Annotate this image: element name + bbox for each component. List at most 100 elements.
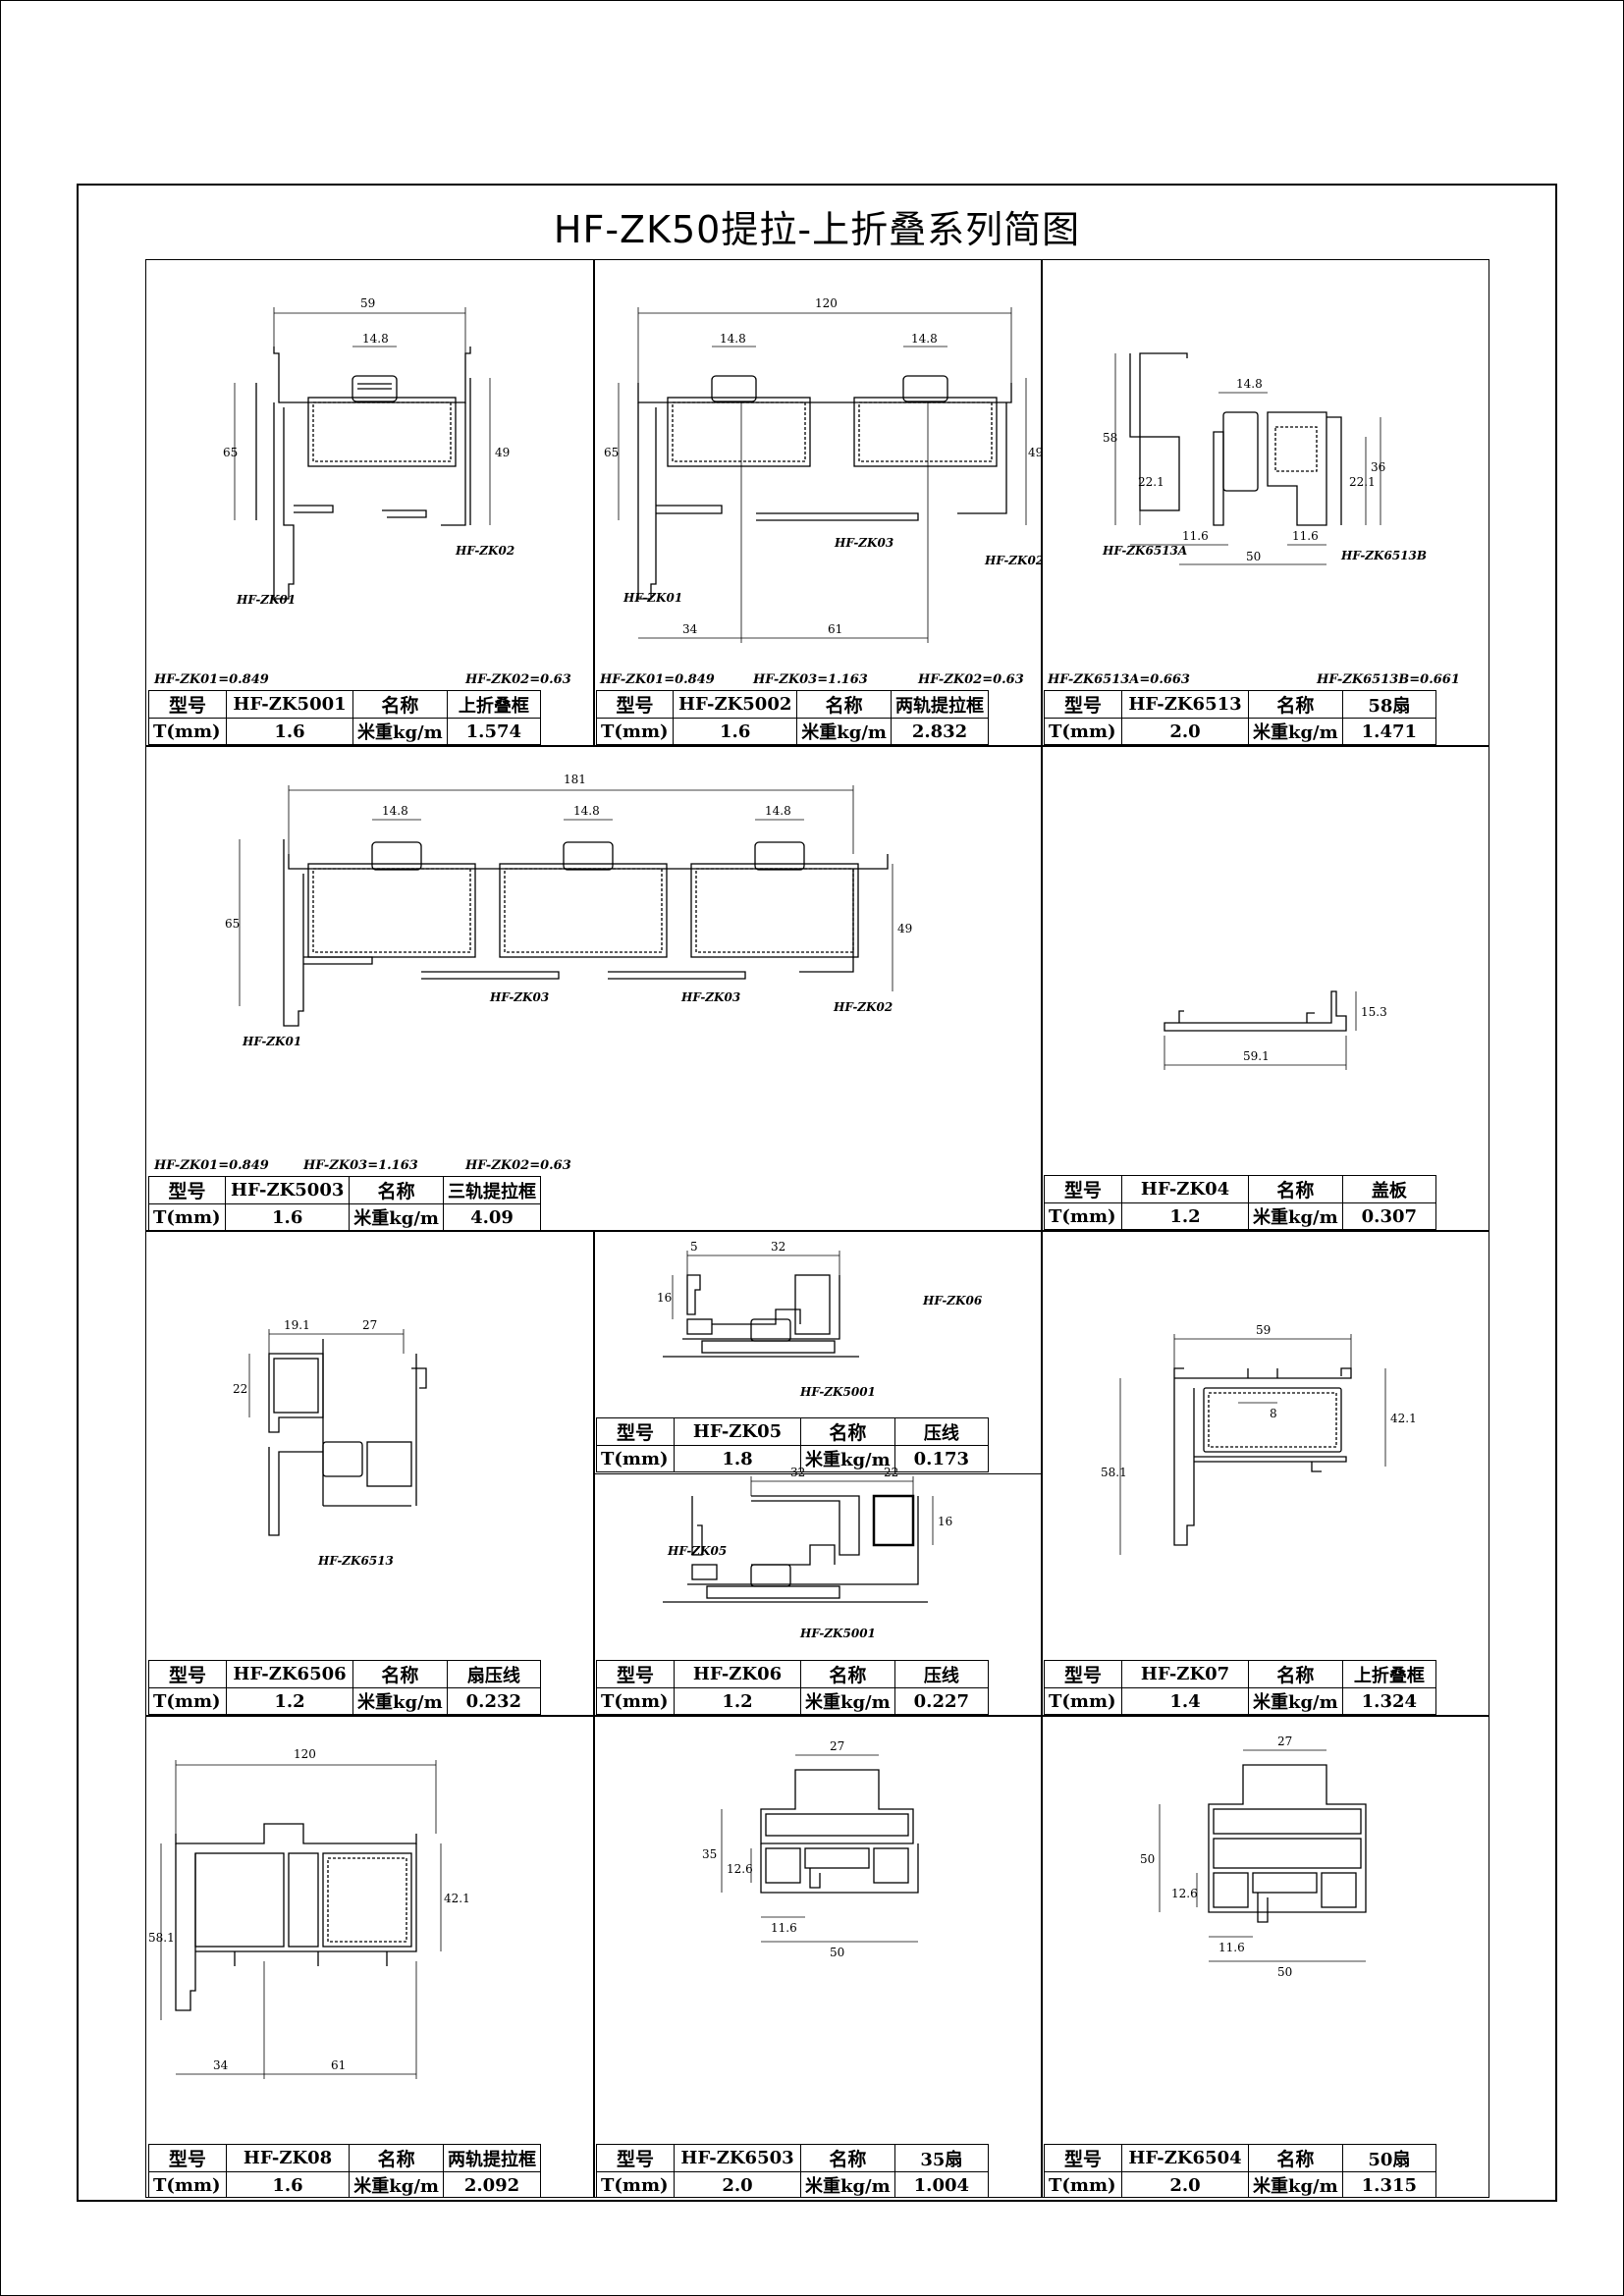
part-label: HF-ZK01 bbox=[242, 1035, 301, 1048]
profile-drawing-zk5002: 120 14.8 14.8 65 49 34 61 HF-ZK01 HF-ZK0… bbox=[604, 296, 1043, 643]
header-thickness: T(mm) bbox=[147, 1203, 227, 1231]
header-name: 名称 bbox=[352, 690, 448, 719]
weight-note: HF-ZK01=0.849 bbox=[154, 672, 269, 687]
name-value: 上折叠框 bbox=[446, 690, 542, 719]
header-thickness: T(mm) bbox=[596, 2171, 675, 2197]
dim-label: 49 bbox=[495, 446, 510, 459]
dim-label: 36 bbox=[1371, 460, 1385, 474]
dim-label: 59 bbox=[1256, 1323, 1271, 1337]
weight-value: 1.574 bbox=[446, 718, 542, 745]
weight-note: HF-ZK6513A=0.663 bbox=[1048, 672, 1190, 687]
spec-table-zk6513: 型号 HF-ZK6513 名称 58扇 T(mm) 2.0 米重kg/m 1.4… bbox=[1044, 690, 1437, 745]
part-label: HF-ZK02 bbox=[455, 544, 514, 558]
model-value: HF-ZK06 bbox=[674, 1660, 801, 1688]
cell-zk5002: 120 14.8 14.8 65 49 34 61 HF-ZK01 HF-ZK0… bbox=[593, 259, 1043, 747]
header-name: 名称 bbox=[1248, 2144, 1343, 2172]
header-name: 名称 bbox=[800, 1660, 895, 1688]
model-value: HF-ZK05 bbox=[674, 1417, 801, 1446]
thickness-value: 1.2 bbox=[1121, 1202, 1249, 1230]
dim-label: 14.8 bbox=[720, 332, 746, 346]
dim-label: 50 bbox=[1246, 550, 1261, 563]
header-model: 型号 bbox=[147, 1176, 227, 1204]
header-thickness: T(mm) bbox=[148, 1687, 227, 1715]
header-name: 名称 bbox=[1248, 1175, 1343, 1203]
dim-label: 65 bbox=[604, 446, 619, 459]
profile-drawing-zk5001: 59 14.8 65 49 HF-ZK01 HF-ZK02 bbox=[223, 296, 514, 607]
header-model: 型号 bbox=[596, 1417, 675, 1446]
dim-label: 49 bbox=[1028, 446, 1043, 459]
model-value: HF-ZK6503 bbox=[674, 2144, 801, 2172]
spec-table-zk5003: 型号 HF-ZK5003 名称 三轨提拉框 T(mm) 1.6 米重kg/m 4… bbox=[147, 1176, 541, 1231]
weight-value: 0.307 bbox=[1341, 1202, 1437, 1230]
weight-value: 0.173 bbox=[893, 1445, 990, 1472]
name-value: 三轨提拉框 bbox=[443, 1176, 541, 1204]
header-model: 型号 bbox=[148, 690, 227, 719]
cell-zk04: 15.3 59.1 型号 HF-ZK04 名称 盖板 T(mm) 1.2 米重k… bbox=[1041, 745, 1489, 1232]
part-label: HF-ZK03 bbox=[834, 536, 893, 550]
name-value: 压线 bbox=[893, 1417, 990, 1446]
name-value: 两轨提拉框 bbox=[891, 690, 989, 719]
header-thickness: T(mm) bbox=[596, 1445, 675, 1472]
dim-label: 50 bbox=[830, 1946, 844, 1959]
header-model: 型号 bbox=[595, 690, 675, 719]
header-model: 型号 bbox=[1044, 1660, 1122, 1688]
header-thickness: T(mm) bbox=[148, 718, 227, 745]
name-value: 扇压线 bbox=[446, 1660, 542, 1688]
profile-drawing-zk6504: 27 50 12.6 11.6 50 bbox=[1140, 1735, 1367, 1979]
header-weight: 米重kg/m bbox=[796, 718, 892, 745]
header-weight: 米重kg/m bbox=[349, 2171, 444, 2197]
header-model: 型号 bbox=[1044, 1175, 1122, 1203]
spec-table-zk6503: 型号 HF-ZK6503 名称 35扇 T(mm) 2.0 米重kg/m 1.0… bbox=[596, 2144, 990, 2197]
header-model: 型号 bbox=[596, 1660, 675, 1688]
header-model: 型号 bbox=[148, 2144, 227, 2172]
header-name: 名称 bbox=[349, 2144, 444, 2172]
cell-zk08: 120 58.1 42.1 34 61 型号 HF-ZK08 名称 两轨提拉框 … bbox=[145, 1715, 595, 2198]
header-weight: 米重kg/m bbox=[800, 1445, 895, 1472]
dim-label: 181 bbox=[564, 773, 586, 786]
header-weight: 米重kg/m bbox=[1248, 2171, 1343, 2197]
spec-table-zk5002: 型号 HF-ZK5002 名称 两轨提拉框 T(mm) 1.6 米重kg/m 2… bbox=[595, 690, 989, 745]
part-label: HF-ZK03 bbox=[489, 990, 549, 1004]
profile-drawing-zk07: 59 8 58.1 42.1 bbox=[1101, 1323, 1417, 1555]
header-thickness: T(mm) bbox=[1044, 1202, 1122, 1230]
weight-value: 1.004 bbox=[893, 2171, 990, 2197]
dim-label: 61 bbox=[828, 622, 842, 636]
dim-label: 58.1 bbox=[148, 1931, 175, 1945]
thickness-value: 1.4 bbox=[1121, 1687, 1249, 1715]
header-thickness: T(mm) bbox=[1044, 2171, 1122, 2197]
weight-value: 2.832 bbox=[891, 718, 989, 745]
thickness-value: 1.6 bbox=[225, 2171, 351, 2197]
model-value: HF-ZK5001 bbox=[226, 690, 353, 719]
dim-label: 27 bbox=[1277, 1735, 1292, 1748]
header-name: 名称 bbox=[1248, 690, 1343, 719]
dim-label: 49 bbox=[897, 922, 912, 935]
thickness-value: 1.2 bbox=[674, 1687, 801, 1715]
weight-note: HF-ZK02=0.63 bbox=[465, 672, 571, 687]
dim-label: 11.6 bbox=[1292, 529, 1319, 543]
dim-label: 22.1 bbox=[1349, 475, 1376, 489]
dim-label: 11.6 bbox=[771, 1921, 797, 1935]
weight-note: HF-ZK01=0.849 bbox=[600, 672, 715, 687]
profile-drawing-zk5003: 181 14.8 14.8 14.8 65 49 HF-ZK01 HF-ZK03… bbox=[225, 773, 912, 1048]
dim-label: 19.1 bbox=[284, 1318, 310, 1332]
header-name: 名称 bbox=[800, 1417, 895, 1446]
dim-label: 58 bbox=[1103, 431, 1117, 445]
part-label: HF-ZK01 bbox=[623, 591, 682, 605]
dim-label: 15.3 bbox=[1361, 1005, 1387, 1019]
part-label: HF-ZK02 bbox=[833, 1000, 893, 1014]
spec-table-zk08: 型号 HF-ZK08 名称 两轨提拉框 T(mm) 1.6 米重kg/m 2.0… bbox=[148, 2144, 541, 2197]
weight-value: 1.471 bbox=[1341, 718, 1437, 745]
header-name: 名称 bbox=[349, 1176, 444, 1204]
spec-table-zk07: 型号 HF-ZK07 名称 上折叠框 T(mm) 1.4 米重kg/m 1.32… bbox=[1044, 1660, 1437, 1715]
dim-label: 22.1 bbox=[1138, 475, 1164, 489]
part-label: HF-ZK5001 bbox=[799, 1385, 876, 1399]
header-model: 型号 bbox=[1044, 690, 1122, 719]
dim-label: 12.6 bbox=[727, 1862, 753, 1876]
dim-label: 50 bbox=[1277, 1965, 1292, 1979]
thickness-value: 1.2 bbox=[226, 1687, 353, 1715]
cell-zk05-zk06: 5 32 16 HF-ZK06 HF-ZK5001 32 22 16 HF-ZK… bbox=[593, 1230, 1043, 1717]
part-label: HF-ZK06 bbox=[922, 1294, 983, 1308]
weight-note: HF-ZK03=1.163 bbox=[753, 672, 868, 687]
model-value: HF-ZK6504 bbox=[1121, 2144, 1249, 2172]
part-label: HF-ZK01 bbox=[236, 593, 296, 607]
